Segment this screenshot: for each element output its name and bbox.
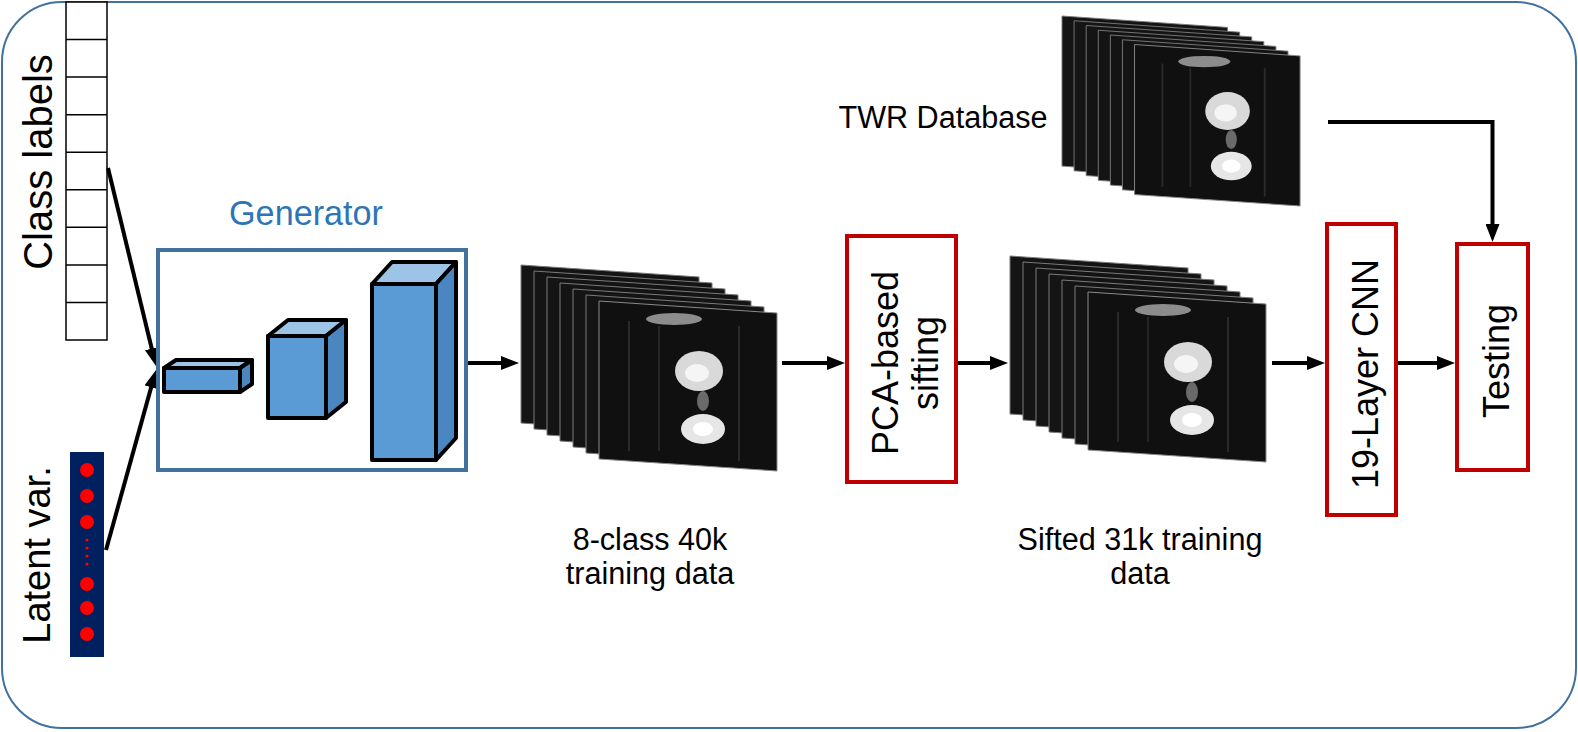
class-label-cells [66, 2, 107, 340]
arrow-connector [1272, 361, 1315, 365]
generated-image-stack [521, 265, 777, 471]
arrow-connector [958, 361, 998, 365]
twr-image-stack [1062, 16, 1300, 206]
sifted-image-stack [1010, 256, 1266, 462]
image-stack: 8-class 40k training data [519, 262, 782, 592]
generator-layers [164, 262, 456, 460]
arrow-connector [782, 361, 835, 365]
arrow-connector [468, 361, 509, 365]
node-label: TWR Database [836, 101, 1051, 135]
process-box: 19-Layer CNN [1325, 222, 1398, 517]
node-label: Sifted 31k training data [1008, 523, 1272, 590]
rotated-label: PCA-based sifting [866, 250, 945, 476]
arrow-connector [1398, 361, 1445, 365]
generator-outline [156, 248, 468, 472]
rotated-label: 19-Layer CNN [1346, 236, 1386, 511]
latent-vector-bar [70, 452, 104, 657]
latent-variable-vector: Latent var. [12, 450, 106, 660]
rotated-label: Class labels [16, 12, 60, 312]
arrow-connector [1328, 122, 1493, 232]
class-label-vector: Class labels [12, 2, 108, 340]
process-box: Testing [1455, 242, 1530, 472]
rotated-label: Testing [1477, 256, 1517, 466]
image-stack: Sifted 31k training data [1008, 252, 1272, 592]
process-box: PCA-based sifting [845, 234, 958, 484]
database-stack: TWR Database [838, 12, 1328, 212]
node-label: 8-class 40k training data [519, 523, 782, 590]
node-label: Generator [156, 195, 456, 233]
arrow-connector [108, 168, 154, 356]
rotated-label: Latent var. [17, 453, 59, 658]
generator-block: Generator [156, 190, 468, 472]
arrow-connector [106, 380, 153, 550]
